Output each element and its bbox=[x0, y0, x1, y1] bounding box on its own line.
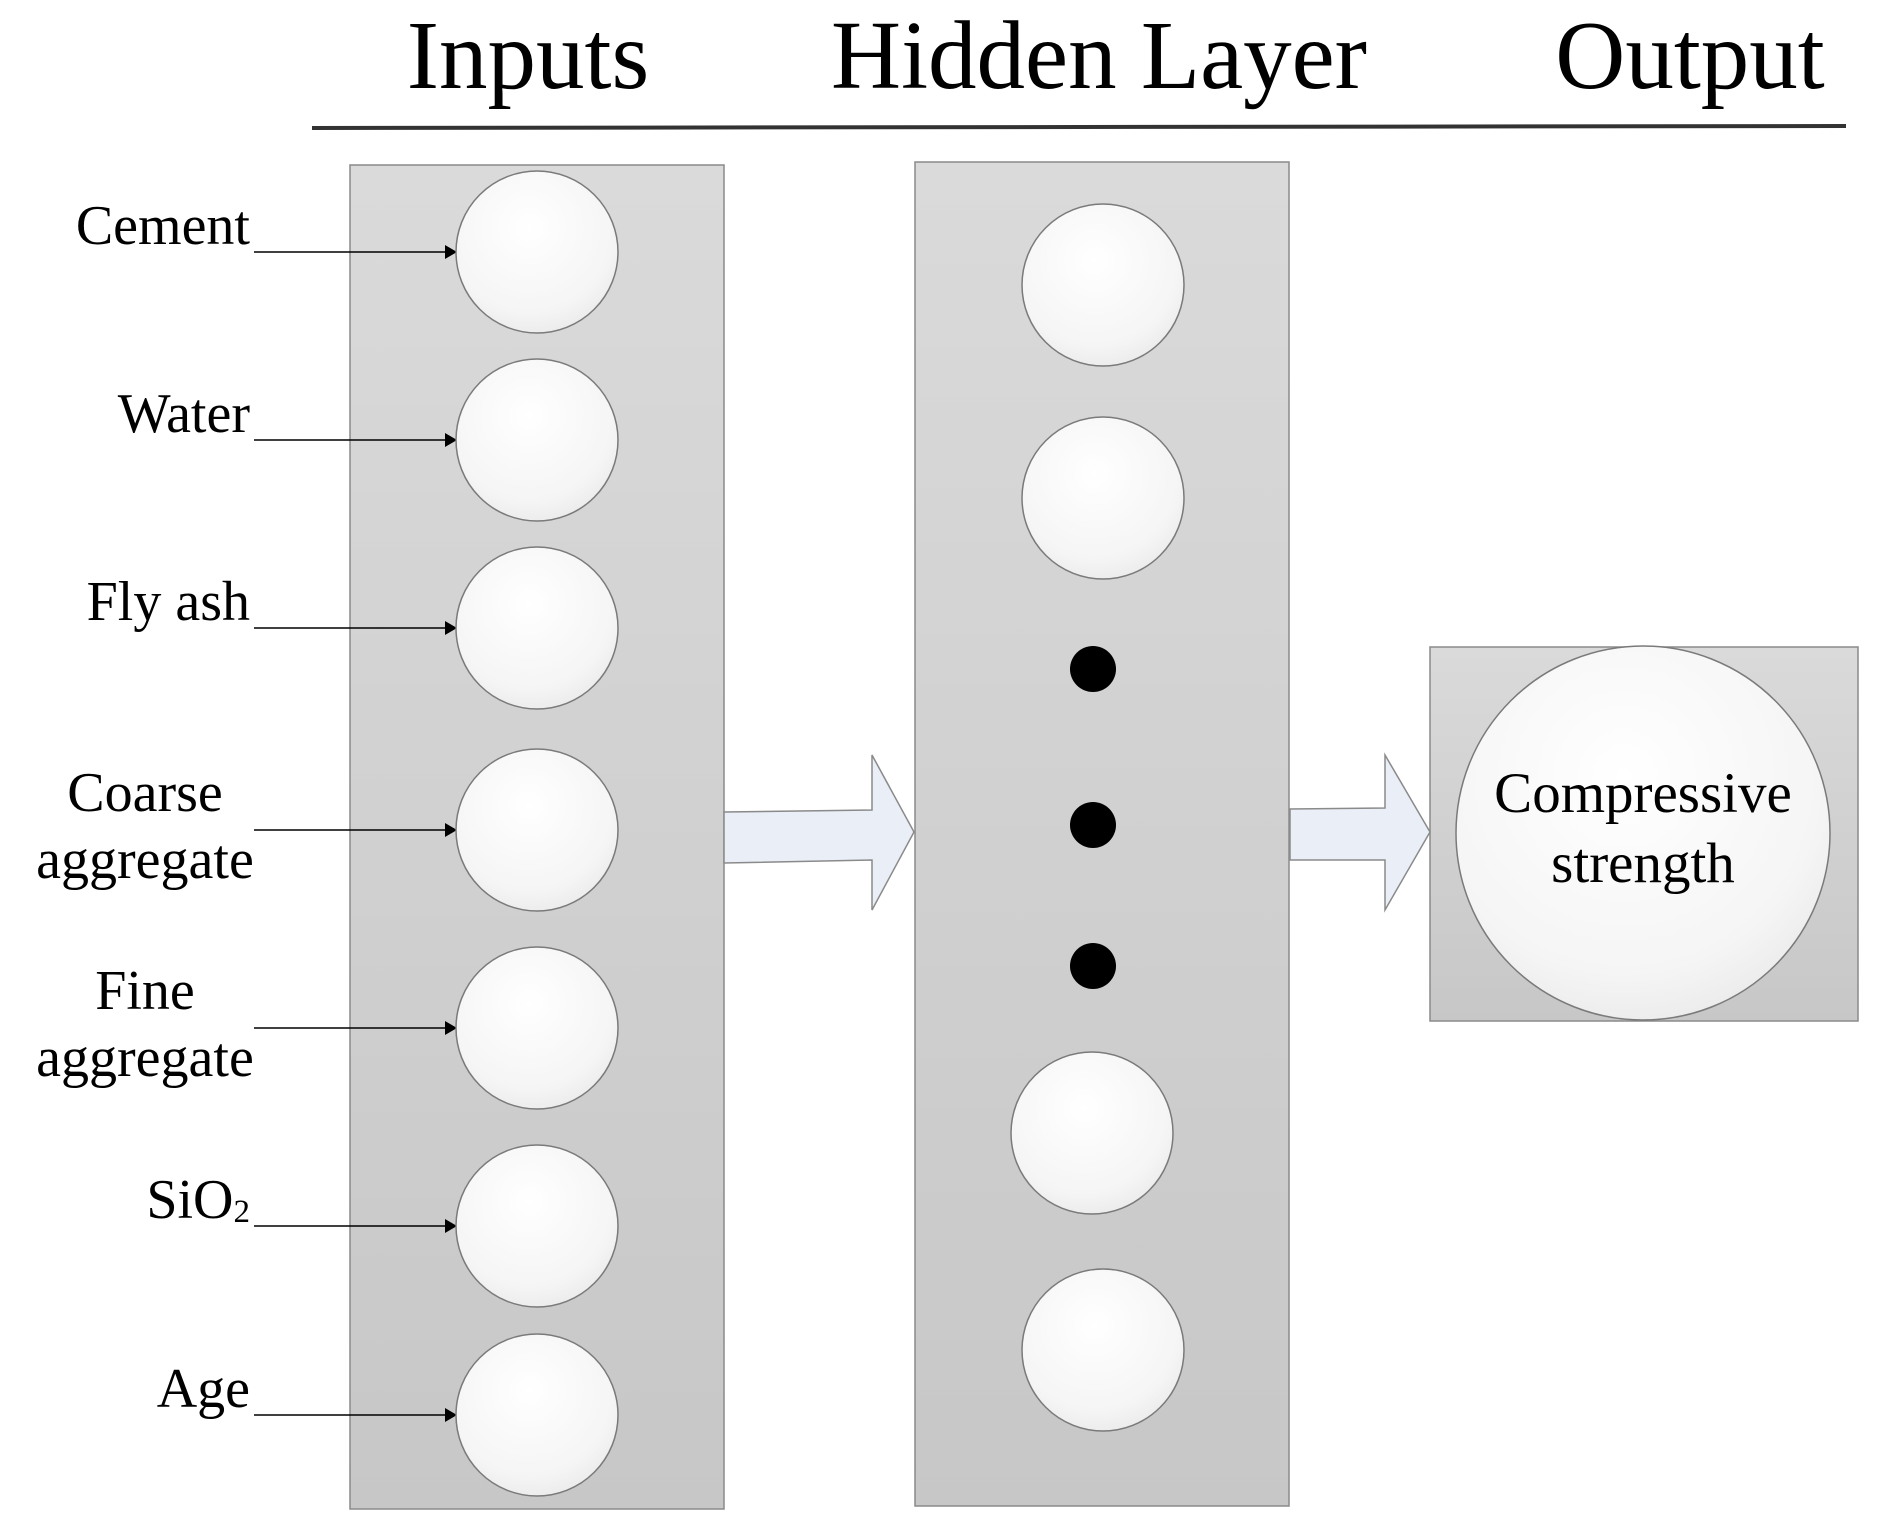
header-rule bbox=[311, 124, 1847, 130]
input-node-4 bbox=[455, 748, 619, 912]
input-node-3 bbox=[455, 546, 619, 710]
input-label-7: Age bbox=[157, 1358, 250, 1420]
header-inputs: Inputs bbox=[407, 2, 650, 109]
input-label-4-line-2: aggregate bbox=[36, 829, 254, 891]
input-label-5-line-2: aggregate bbox=[36, 1027, 254, 1089]
output-label-line-1: Compressive bbox=[1494, 762, 1792, 825]
input-label-2: Water bbox=[118, 383, 251, 445]
output-node bbox=[1455, 645, 1831, 1021]
input-node-2 bbox=[455, 358, 619, 522]
input-label-formula-main: SiO bbox=[146, 1169, 233, 1231]
input-node-5 bbox=[455, 946, 619, 1110]
hidden-nodes bbox=[1010, 203, 1185, 1432]
input-node-6 bbox=[455, 1144, 619, 1308]
input-label-6: SiO2 bbox=[146, 1169, 250, 1231]
header-output: Output bbox=[1555, 2, 1825, 109]
input-node-7 bbox=[455, 1333, 619, 1497]
ellipsis-dot-3 bbox=[1070, 943, 1116, 989]
hidden-node-2 bbox=[1021, 416, 1185, 580]
block-arrow-input-to-hidden bbox=[723, 754, 915, 911]
hidden-node-3 bbox=[1010, 1051, 1174, 1215]
input-label-5-line-1: Fine bbox=[95, 960, 195, 1022]
input-label-3: Fly ash bbox=[87, 571, 250, 633]
hidden-node-1 bbox=[1021, 203, 1185, 367]
ellipsis-dot-2 bbox=[1070, 802, 1116, 848]
input-label-4-line-1: Coarse bbox=[67, 762, 223, 824]
block-arrow-hidden-to-output bbox=[1289, 752, 1431, 913]
header-hidden-layer: Hidden Layer bbox=[831, 2, 1367, 109]
input-node-1 bbox=[455, 170, 619, 334]
output-label-line-2: strength bbox=[1551, 832, 1735, 895]
ellipsis-dot-1 bbox=[1070, 646, 1116, 692]
input-label-formula-subscript: 2 bbox=[234, 1194, 251, 1230]
input-label-1: Cement bbox=[76, 195, 251, 257]
hidden-node-4 bbox=[1021, 1268, 1185, 1432]
